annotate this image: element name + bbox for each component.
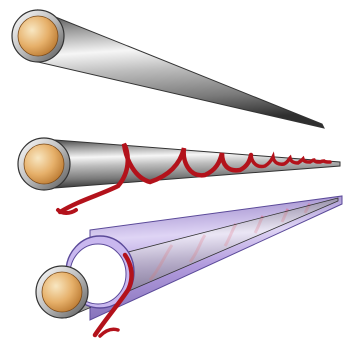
sleeved-tube: [36, 196, 342, 336]
wrapped-tube-copper-core: [24, 144, 64, 184]
plain-tube: [12, 10, 324, 128]
plain-tube-copper-core: [18, 16, 58, 56]
sleeved-tube-copper-core: [42, 272, 82, 312]
wrapped-tube: [18, 138, 340, 213]
plain-tube-body: [38, 10, 324, 128]
